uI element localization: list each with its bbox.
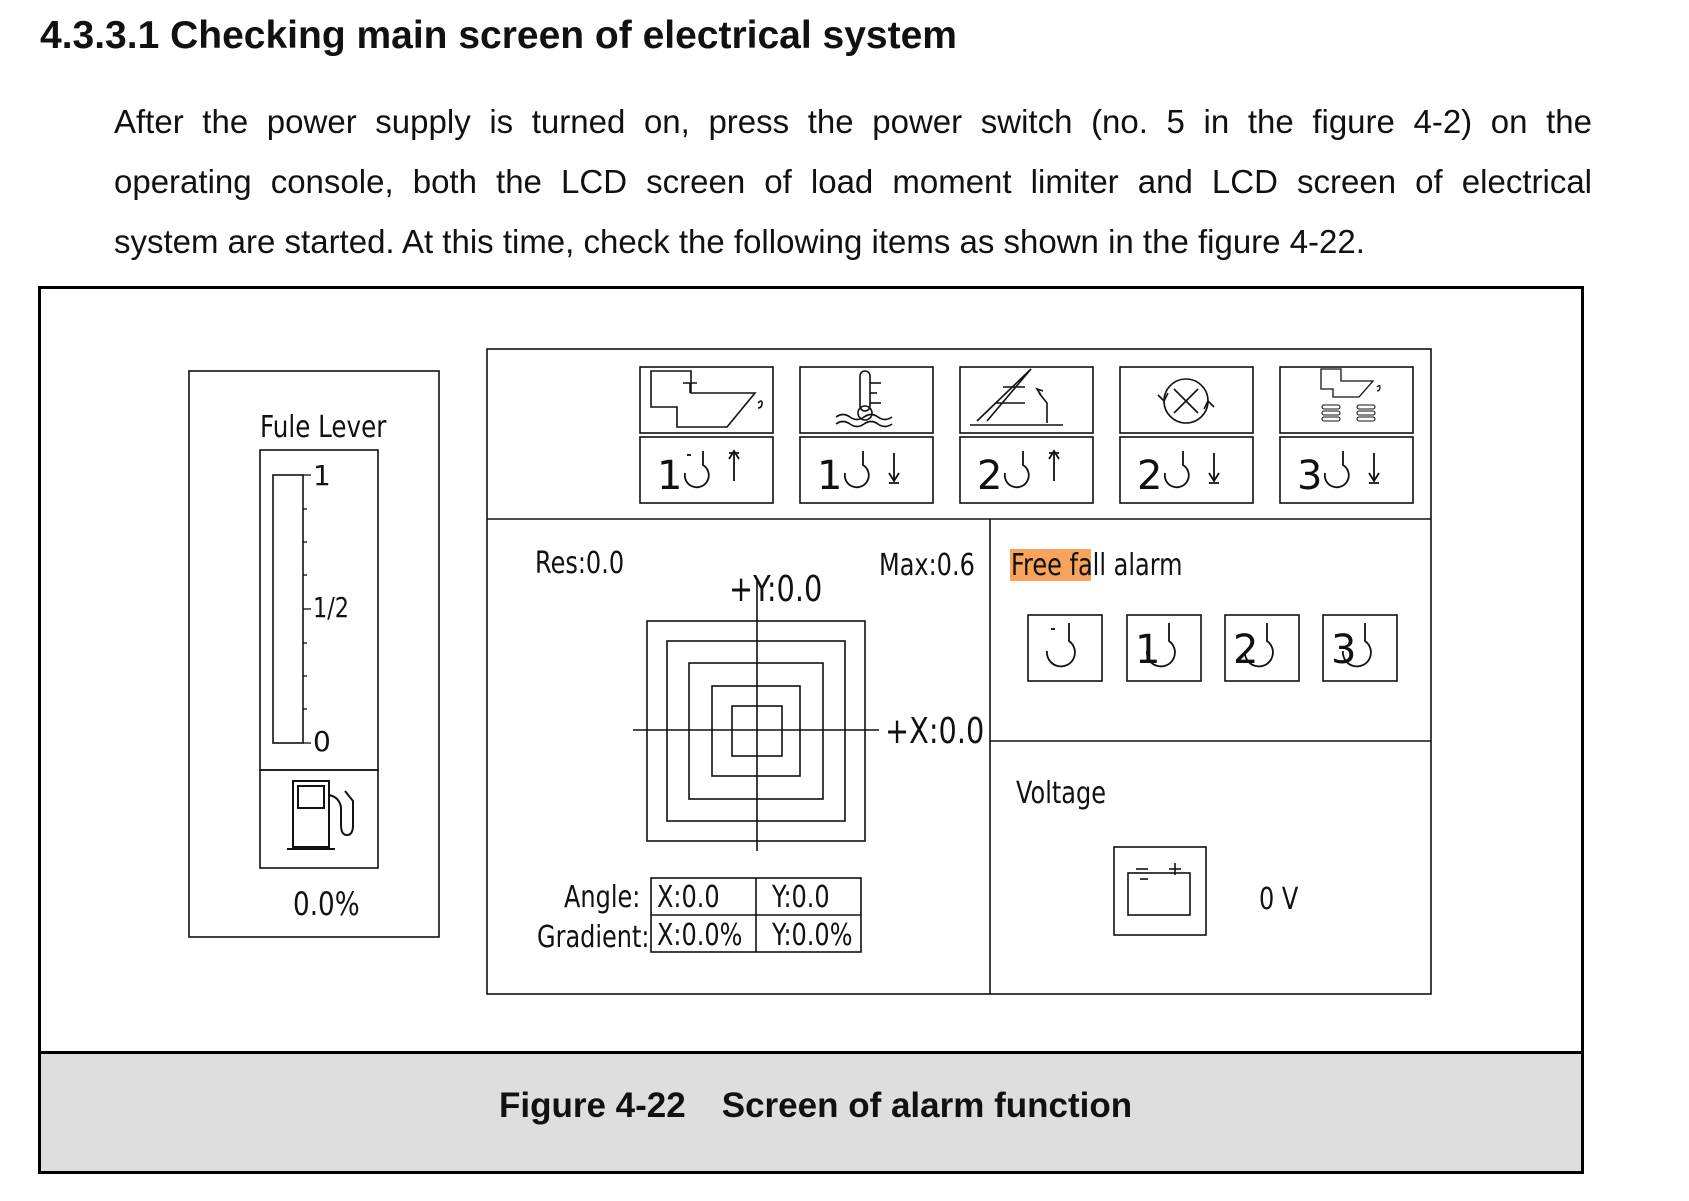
hook-box bbox=[1126, 614, 1202, 682]
boom-angle-icon bbox=[970, 368, 1063, 426]
status-label-number: 2 bbox=[1137, 453, 1162, 499]
fuel-panel-title: Fule Lever bbox=[260, 411, 387, 445]
alarm-title: Free fall alarm bbox=[1011, 548, 1183, 582]
status-label-number: 1 bbox=[657, 453, 682, 499]
x-axis-value: +X:0.0 bbox=[885, 710, 984, 752]
hook-icon bbox=[1342, 623, 1372, 668]
status-label-number: 1 bbox=[817, 453, 842, 499]
figure-caption: Figure 4-22 Screen of alarm function bbox=[499, 1086, 1132, 1126]
status-label-3: 2 bbox=[977, 453, 1002, 499]
fuel-panel bbox=[188, 370, 440, 938]
temperature-icon bbox=[835, 370, 893, 428]
hook-down-icon bbox=[1323, 451, 1380, 489]
rotation-circle-icon bbox=[1157, 378, 1215, 424]
status-icon-box bbox=[959, 366, 1094, 434]
status-label-number: 3 bbox=[1297, 453, 1322, 499]
gradient-label: Gradient: bbox=[537, 920, 650, 954]
status-label-box bbox=[639, 436, 774, 504]
hook-icon bbox=[1046, 623, 1076, 668]
fuel-gauge-ticks bbox=[303, 474, 311, 744]
status-icon-box bbox=[799, 366, 934, 434]
free-fall-highlight bbox=[1010, 549, 1091, 581]
gradient-x-value: X:0.0% bbox=[657, 918, 742, 952]
alarm-title-rest: alarm bbox=[1106, 548, 1183, 582]
paragraph-line: operating console, both the LCD screen o… bbox=[114, 163, 1592, 200]
intro-paragraph: After the power supply is turned on, pre… bbox=[114, 92, 1592, 272]
caption-number: Figure 4-22 bbox=[499, 1086, 686, 1125]
hook-box bbox=[1224, 614, 1300, 682]
battery-box bbox=[1113, 846, 1207, 936]
angle-table bbox=[650, 877, 862, 953]
status-label-2: 1 bbox=[817, 453, 842, 499]
status-label-box bbox=[799, 436, 934, 504]
hydraulic-oil-tank-icon bbox=[650, 370, 763, 428]
max-value: Max:0.6 bbox=[879, 548, 975, 582]
figure-frame: Fule Lever 1 1/2 0 bbox=[38, 286, 1584, 1174]
fuel-gauge-bar bbox=[272, 474, 304, 744]
battery-icon bbox=[1127, 863, 1191, 916]
status-label-box bbox=[959, 436, 1094, 504]
figure-drawing: Fule Lever 1 1/2 0 bbox=[188, 348, 1432, 995]
status-icon-box bbox=[1279, 366, 1414, 434]
status-label-box bbox=[1279, 436, 1414, 504]
fuel-gauge-label-half: 1/2 bbox=[313, 590, 349, 623]
hook-icon bbox=[1244, 623, 1274, 668]
voltage-value: 0 V bbox=[1259, 882, 1299, 916]
fuel-pump-icon bbox=[287, 780, 354, 850]
caption-title: Screen of alarm function bbox=[721, 1086, 1133, 1125]
angle-x-value: X:0.0 bbox=[657, 880, 720, 914]
level-indicator bbox=[633, 581, 879, 851]
status-label-number: 2 bbox=[977, 453, 1002, 499]
status-icon-box bbox=[639, 366, 774, 434]
oil-filter-icon bbox=[1320, 368, 1381, 422]
hook-box bbox=[1322, 614, 1398, 682]
section-title: 4.3.3.1 Checking main screen of electric… bbox=[40, 14, 957, 57]
paragraph-line: system are started. At this time, check … bbox=[114, 223, 1365, 260]
fuel-gauge-label-full: 1 bbox=[313, 459, 331, 492]
res-value: Res:0.0 bbox=[535, 546, 624, 580]
paragraph-line: After the power supply is turned on, pre… bbox=[114, 103, 1592, 140]
angle-label: Angle: bbox=[564, 880, 640, 914]
top-icon-row bbox=[639, 366, 1414, 504]
fuel-level-value: 0.0% bbox=[293, 885, 360, 922]
status-label-box bbox=[1119, 436, 1254, 504]
hook-glyphs bbox=[683, 449, 1380, 668]
caption-band: Figure 4-22 Screen of alarm function bbox=[41, 1051, 1581, 1171]
fuel-gauge-label-empty: 0 bbox=[313, 725, 331, 758]
main-display bbox=[486, 348, 1432, 995]
status-icon-box bbox=[1119, 366, 1254, 434]
gradient-y-value: Y:0.0% bbox=[771, 918, 852, 952]
hook-icon bbox=[1146, 623, 1176, 668]
fuel-icon-box bbox=[259, 769, 379, 869]
voltage-title: Voltage bbox=[1016, 776, 1106, 810]
status-label-1: 1 bbox=[657, 453, 682, 499]
hook-up-icon bbox=[683, 449, 740, 489]
hook-down-icon bbox=[1163, 451, 1220, 489]
hook-down-icon bbox=[843, 451, 900, 489]
hook-up-icon bbox=[1003, 449, 1060, 489]
status-label-4: 2 bbox=[1137, 453, 1162, 499]
alarm-title-highlight: Free fall bbox=[1011, 548, 1106, 582]
angle-y-value: Y:0.0 bbox=[771, 880, 830, 914]
hook-box bbox=[1027, 614, 1103, 682]
y-axis-value: +Y:0.0 bbox=[729, 568, 822, 610]
status-label-5: 3 bbox=[1297, 453, 1322, 499]
